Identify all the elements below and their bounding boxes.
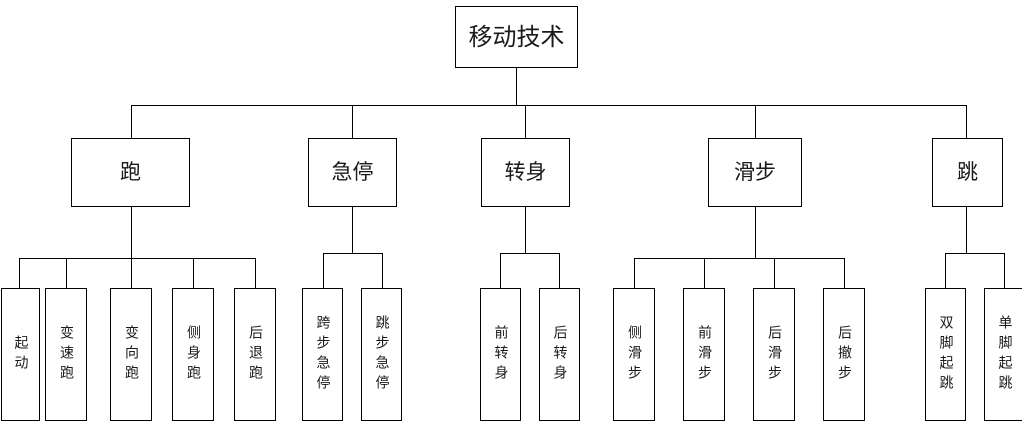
leaf-danjiaoqitiao-label: 单脚起跳: [996, 314, 1013, 395]
connector-tiao-bus: [945, 253, 1004, 254]
leaf-houtuipao[interactable]: 后退跑: [234, 288, 276, 421]
connector-pao-leaf-4: [193, 258, 194, 288]
connector-huabu-stem: [755, 207, 756, 258]
leaf-tiaobujiting[interactable]: 跳步急停: [361, 288, 402, 421]
connector-zhuanshen-stem: [525, 207, 526, 253]
leaf-kuabujiting-label: 跨步急停: [314, 314, 331, 395]
leaf-houhuabu[interactable]: 后滑步: [753, 288, 795, 421]
connector-huabu-leaf-4: [844, 258, 845, 288]
connector-to-pao: [131, 105, 132, 138]
leaf-qianzhuanshen-label: 前转身: [492, 324, 509, 385]
leaf-bianxiangpao[interactable]: 变向跑: [110, 288, 152, 421]
leaf-qidong-label: 起动: [12, 334, 29, 375]
leaf-ceshenpao-label: 侧身跑: [185, 324, 201, 385]
connector-huabu-leaf-3: [774, 258, 775, 288]
connector-jiting-leaf-1: [323, 253, 324, 288]
connector-tiao-leaf-1: [945, 253, 946, 288]
leaf-biansupao-label: 变速跑: [58, 324, 74, 385]
connector-root-stem: [516, 68, 517, 105]
leaf-kuabujiting[interactable]: 跨步急停: [302, 288, 343, 421]
connector-to-tiao: [966, 105, 967, 138]
connector-to-zhuanshen: [525, 105, 526, 138]
leaf-houchebu[interactable]: 后撤步: [823, 288, 865, 421]
connector-huabu-leaf-2: [704, 258, 705, 288]
connector-huabu-leaf-1: [634, 258, 635, 288]
leaf-qianhuabu[interactable]: 前滑步: [683, 288, 725, 421]
leaf-ceshenpao[interactable]: 侧身跑: [172, 288, 214, 421]
connector-zhuanshen-leaf-2: [559, 253, 560, 288]
leaf-qianzhuanshen[interactable]: 前转身: [480, 288, 521, 421]
connector-pao-leaf-2: [66, 258, 67, 288]
connector-to-huabu: [755, 105, 756, 138]
node-jiting-label: 急停: [331, 160, 374, 185]
node-tiao-label: 跳: [957, 160, 978, 185]
leaf-bianxiangpao-label: 变向跑: [123, 324, 139, 385]
connector-pao-leaf-5: [255, 258, 256, 288]
node-zhuanshen-label: 转身: [504, 160, 547, 185]
node-tiao[interactable]: 跳: [932, 138, 1003, 207]
connector-jiting-bus: [323, 253, 382, 254]
leaf-houzhuanshen[interactable]: 后转身: [539, 288, 580, 421]
leaf-cehuabu-label: 侧滑步: [626, 324, 642, 385]
node-huabu[interactable]: 滑步: [708, 138, 802, 207]
leaf-houtuipao-label: 后退跑: [247, 324, 263, 385]
node-jiting[interactable]: 急停: [308, 138, 397, 207]
node-huabu-label: 滑步: [734, 160, 776, 185]
connector-jiting-stem: [352, 207, 353, 253]
connector-pao-bus: [19, 258, 255, 259]
leaf-houhuabu-label: 后滑步: [766, 324, 782, 385]
leaf-danjiaoqitiao[interactable]: 单脚起跳: [984, 288, 1022, 421]
node-root-label: 移动技术: [468, 23, 565, 51]
node-zhuanshen[interactable]: 转身: [481, 138, 570, 207]
leaf-houchebu-label: 后撤步: [836, 324, 852, 385]
leaf-tiaobujiting-label: 跳步急停: [373, 314, 390, 395]
node-root[interactable]: 移动技术: [455, 6, 578, 68]
connector-to-jiting: [352, 105, 353, 138]
connector-zhuanshen-leaf-1: [500, 253, 501, 288]
leaf-qidong[interactable]: 起动: [1, 288, 40, 421]
leaf-houzhuanshen-label: 后转身: [551, 324, 568, 385]
leaf-biansupao[interactable]: 变速跑: [45, 288, 87, 421]
connector-pao-stem: [131, 207, 132, 258]
connector-tiao-leaf-2: [1004, 253, 1005, 288]
connector-level2-bus: [131, 105, 967, 106]
connector-zhuanshen-bus: [500, 253, 559, 254]
connector-jiting-leaf-2: [382, 253, 383, 288]
connector-pao-leaf-1: [19, 258, 20, 288]
connector-huabu-bus: [634, 258, 845, 259]
connector-pao-leaf-3: [131, 258, 132, 288]
connector-tiao-stem: [966, 207, 967, 253]
leaf-shuangjiaoqitiao-label: 双脚起跳: [937, 314, 954, 395]
node-pao[interactable]: 跑: [71, 138, 190, 207]
leaf-qianhuabu-label: 前滑步: [696, 324, 712, 385]
node-pao-label: 跑: [120, 160, 141, 185]
leaf-cehuabu[interactable]: 侧滑步: [613, 288, 655, 421]
leaf-shuangjiaoqitiao[interactable]: 双脚起跳: [925, 288, 966, 421]
